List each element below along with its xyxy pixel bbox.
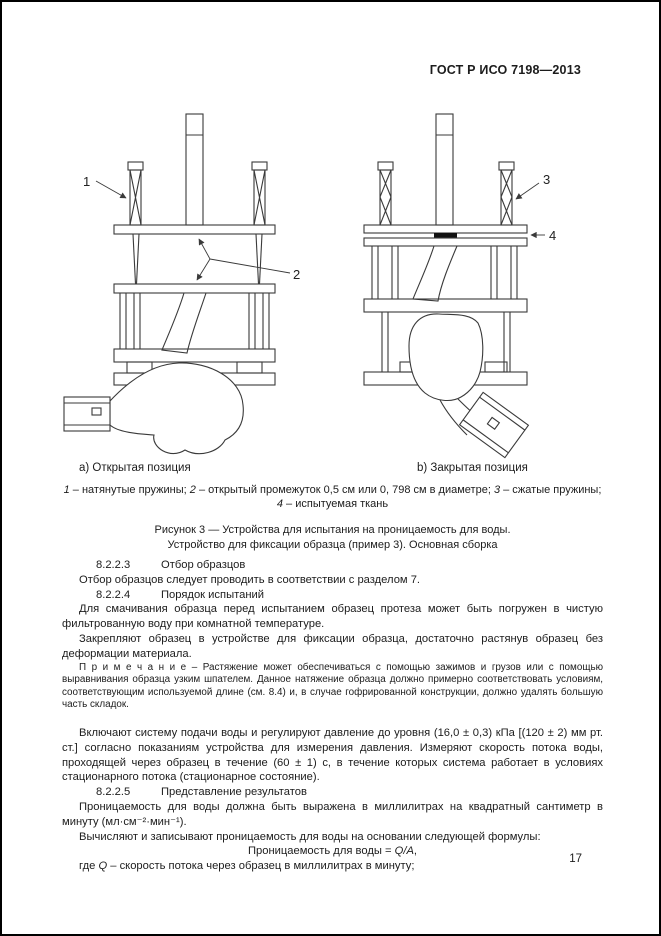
- paragraph-wetting: Для смачивания образца перед испытанием …: [62, 603, 603, 631]
- legend-num-2: 2: [189, 484, 196, 496]
- paragraph-fixing: Закрепляют образец в устройстве для фикс…: [62, 632, 603, 660]
- page-number: 17: [569, 853, 582, 865]
- where-variable: Q: [98, 860, 108, 873]
- figure-label-4: 4: [549, 228, 556, 243]
- note-text: – Растяжение может обеспечиваться с помо…: [62, 661, 603, 711]
- second-plate: [363, 237, 528, 247]
- paragraph-where: где Q – скорость потока через образец в …: [79, 860, 415, 873]
- specimen-handle: [458, 391, 530, 459]
- gap-rods: [132, 233, 263, 285]
- specimen-bulb: [109, 362, 244, 455]
- compressed-spring-left: [377, 161, 394, 226]
- specimen-band: [161, 292, 207, 354]
- paragraph-pressure: Включают систему подачи воды и регулирую…: [62, 726, 603, 784]
- lower-posts: [381, 312, 511, 372]
- upper-plate: [113, 224, 276, 235]
- formula-line: Проницаемость для воды = Q/A,: [247, 845, 418, 858]
- paragraph-calc: Вычисляют и записывают проницаемость для…: [79, 830, 541, 843]
- spacer-block-right: [236, 361, 263, 374]
- neck-line-left: [439, 399, 468, 436]
- label-1-leader: [95, 180, 127, 199]
- paragraph-sampling: Отбор образцов следует проводить в соотв…: [79, 573, 421, 586]
- document-number: ГОСТ Р ИСО 7198—2013: [429, 63, 581, 77]
- figure-legend: 1 – натянутые пружины; 2 – открытый пром…: [62, 483, 603, 511]
- label-2-leader: [196, 238, 291, 281]
- central-tube: [435, 113, 454, 226]
- frame-posts: [119, 293, 270, 349]
- upper-plate: [363, 224, 528, 234]
- diagram-closed-position: [363, 113, 545, 459]
- legend-num-4: 4: [276, 498, 283, 510]
- central-tube: [185, 113, 204, 226]
- stretched-spring-left: [127, 161, 144, 226]
- formula-variable: Q/A: [394, 845, 414, 858]
- caption-open-position: а) Открытая позиция: [79, 462, 191, 474]
- figure-3: 1 2 3 4 а) Открытая позиция b) Закрытая …: [57, 107, 607, 482]
- note: П р и м е ч а н и е – Растяжение может о…: [62, 662, 603, 712]
- figure-caption: Рисунок 3 — Устройства для испытания на …: [62, 523, 603, 553]
- legend-num-3: 3: [493, 484, 501, 496]
- stretched-spring-right: [251, 161, 268, 226]
- compressed-spring-right: [498, 161, 515, 226]
- lower-plate: [113, 348, 276, 363]
- specimen-handle: [63, 396, 111, 432]
- second-plate: [113, 283, 276, 294]
- diagram-open-position: [63, 113, 291, 455]
- legend-text-2: – открытый промежуток 0,5 см или 0, 798 …: [195, 484, 494, 496]
- note-label: П р и м е ч а н и е: [79, 661, 187, 673]
- specimen-band: [412, 245, 458, 302]
- figure-caption-line2: Устройство для фиксации образца (пример …: [167, 539, 498, 551]
- legend-num-1: 1: [63, 484, 70, 496]
- legend-text-1: – натянутые пружины;: [69, 484, 190, 496]
- label-3-leader: [515, 182, 540, 200]
- figure-label-1: 1: [83, 174, 90, 189]
- frame-posts: [371, 246, 518, 299]
- figure-label-2: 2: [293, 267, 300, 282]
- specimen-bulb: [408, 313, 484, 402]
- figure-caption-line1: Рисунок 3 — Устройства для испытания на …: [154, 524, 511, 536]
- legend-text-4: – испытуемая ткань: [283, 498, 389, 510]
- middle-plate: [363, 298, 528, 313]
- paragraph-permeability: Проницаемость для воды должна быть выраж…: [62, 800, 603, 828]
- clamped-fabric-strip: [434, 233, 457, 238]
- caption-closed-position: b) Закрытая позиция: [417, 462, 528, 474]
- legend-text-3: – сжатые пружины;: [500, 484, 602, 496]
- figure-label-3: 3: [543, 172, 550, 187]
